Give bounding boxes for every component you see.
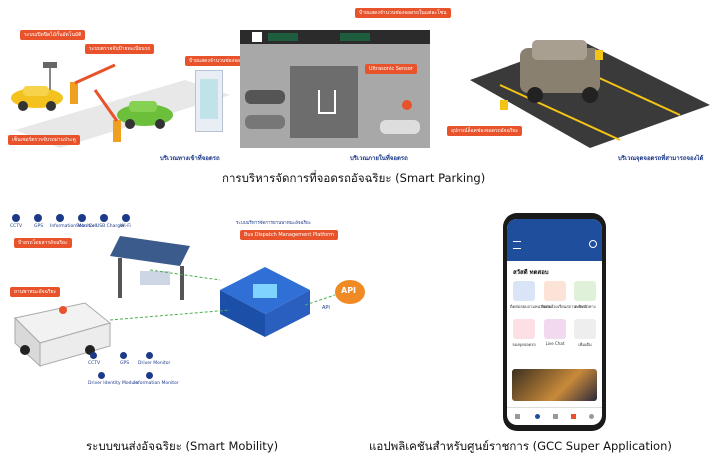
nav-icon[interactable]	[571, 414, 576, 419]
bus-tag: ยานพาหนะอัจฉริยะ	[10, 287, 61, 297]
stop-icon-label: Wi-Fi	[120, 224, 131, 229]
usb-icon	[100, 214, 108, 222]
mobility-title: ระบบขนส่งอัจฉริยะ (Smart Mobility)	[86, 439, 279, 453]
nav-icon[interactable]	[553, 414, 558, 419]
bus-icon-label: Driver Identity Module	[88, 381, 139, 386]
app-title: แอปพลิเคชันสำหรับศูนย์ราชการ (GCC Super …	[369, 439, 672, 453]
bus-stop-tag: ป้ายรถโดยสารอัจฉริยะ	[14, 238, 72, 248]
caption-reserved: บริเวณจุดจอดรถที่สามารถจองได้	[618, 155, 704, 162]
home-icon[interactable]	[515, 414, 520, 419]
tile-contact[interactable]	[513, 281, 535, 301]
tile-label: ติดต่อร้องเรียนสถานบริการ	[541, 304, 588, 309]
parking-entrance-illustration	[11, 62, 230, 148]
platform-small-label: ระบบบริหารจัดการยานพาหนะอัจฉริยะ	[236, 221, 312, 226]
parking-entrance-scene	[5, 20, 235, 150]
lpr-tag: ระบบตรวจจับป้ายทะเบียนรถ	[85, 44, 155, 54]
tile-complaint[interactable]	[544, 281, 566, 301]
server-cluster-illustration	[220, 267, 310, 337]
bus-icon-label: Driver Monitor	[138, 361, 171, 366]
reservation-tag: อุปกรณ์ล็อคช่องจอดรถอัจฉริยะ	[447, 126, 523, 136]
driver-monitor-icon	[146, 352, 153, 359]
tile-label: จองจุดจอดรถ	[512, 342, 536, 347]
app-screen: สวัสดี ทดสอบ ติดต่อสอบถามหน่วยงาน ติดต่อ…	[507, 219, 602, 425]
parking-reserved-scene	[460, 20, 720, 150]
search-icon[interactable]	[589, 240, 597, 248]
profile-icon[interactable]	[589, 414, 594, 419]
api-badge-label: API	[341, 286, 357, 295]
tile-live-chat[interactable]	[544, 319, 566, 339]
bus-icon-row: CCTV GPS Driver Monitor Driver Identity …	[88, 352, 179, 396]
bus-icon-label: GPS	[120, 361, 130, 366]
stop-icon-label: USB Charger	[96, 224, 125, 229]
monitor-icon	[56, 214, 64, 222]
bus-illustration	[13, 302, 112, 368]
ultrasonic-tag: Ultrasonic Sensor	[365, 64, 417, 74]
identity-icon	[98, 372, 105, 379]
tile-more[interactable]	[574, 319, 596, 339]
nav-icon[interactable]	[535, 414, 540, 419]
auto-barrier-tag: ระบบเปิดปิดไม้กั้นอัตโนมัติ	[20, 30, 86, 40]
wifi-icon	[122, 214, 130, 222]
gate-sensor-tag: เซ็นเซอร์ตรวจจับรถผ่านประตู	[8, 135, 80, 145]
connector-lines	[109, 269, 336, 321]
tile-label: Live Chat	[545, 341, 565, 346]
gps-icon	[120, 352, 127, 359]
caption-entrance: บริเวณทางเข้าที่จอดรถ	[160, 155, 220, 162]
solar-icon	[78, 214, 86, 222]
api-badge: API	[335, 280, 365, 304]
tile-navigation[interactable]	[574, 281, 596, 301]
tile-label: เพิ่มเติม	[578, 342, 592, 347]
stop-icon-label: Solar Cell	[76, 224, 98, 229]
bottom-nav	[507, 407, 602, 425]
api-label: API	[322, 305, 330, 311]
phone-mockup: สวัสดี ทดสอบ ติดต่อสอบถามหน่วยงาน ติดต่อ…	[503, 213, 606, 431]
stop-icon-row: CCTV GPS Information Monitor Solar Cell …	[10, 214, 140, 240]
stop-icon-label: CCTV	[10, 224, 23, 229]
yellow-car-icon	[11, 86, 63, 111]
menu-icon[interactable]	[513, 241, 521, 249]
bus-icon-label: CCTV	[88, 361, 101, 366]
caption-inside: บริเวณภายในที่จอดรถ	[350, 155, 408, 162]
app-header	[507, 219, 602, 261]
parking-inside-scene	[240, 30, 430, 148]
platform-tag: Bus Dispatch Management Platform	[240, 230, 338, 240]
tile-parking[interactable]	[513, 319, 535, 339]
display-sign-tag: ป้ายแสดงจำนวนช่องจอดว่าง	[185, 56, 256, 66]
count-sign-tag: ป้ายแสดงจำนวนช่องจอดรถในแต่ละโซน	[355, 8, 451, 18]
gps-icon	[34, 214, 42, 222]
bus-stop-illustration	[110, 236, 190, 300]
tile-label: ระบบนำทาง	[574, 304, 596, 309]
tile-label: ติดต่อสอบถามหน่วยงาน	[510, 304, 552, 309]
stop-icon-label: GPS	[34, 224, 44, 229]
info-monitor-icon	[146, 372, 153, 379]
greeting: สวัสดี ทดสอบ	[513, 269, 549, 276]
cctv-icon	[12, 214, 20, 222]
reserved-parking-illustration	[470, 40, 710, 148]
parking-title: การบริหารจัดการที่จอดรถอัจฉริยะ (Smart P…	[222, 171, 486, 185]
suv-icon	[520, 40, 600, 103]
display-kiosk	[195, 70, 223, 132]
stop-icon-label: Information Monitor	[50, 224, 95, 229]
green-car-icon	[117, 101, 173, 129]
bus-icon-label: Information Monitor	[134, 381, 179, 386]
banner-image[interactable]	[512, 369, 597, 401]
cctv-icon	[90, 352, 97, 359]
